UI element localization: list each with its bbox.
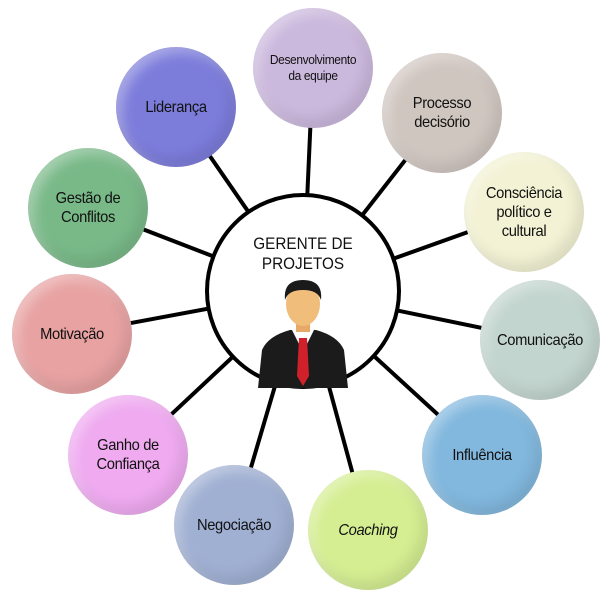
node-label: Ganho de Confiança: [96, 437, 160, 473]
node-processo: Processo decisório: [382, 53, 502, 173]
node-label: Negociação: [196, 516, 272, 534]
node-consciencia: Consciência político e cultural: [464, 152, 584, 272]
node-negociacao: Negociação: [174, 465, 294, 585]
node-comunicacao: Comunicação: [480, 280, 600, 400]
businessman-icon: [258, 280, 348, 388]
node-label: Influência: [452, 446, 512, 464]
node-label: Comunicação: [497, 331, 583, 349]
node-label: Motivação: [40, 325, 104, 343]
node-gestao: Gestão de Conflitos: [28, 148, 148, 268]
node-label: Processo decisório: [412, 95, 472, 131]
center-title: GERENTE DE PROJETOS: [222, 234, 384, 274]
center-title-line2: PROJETOS: [261, 254, 345, 273]
node-ganho: Ganho de Confiança: [68, 395, 188, 515]
center-title-line1: GERENTE DE: [253, 234, 353, 253]
node-lideranca: Liderança: [116, 47, 236, 167]
node-label: Gestão de Conflitos: [55, 190, 121, 226]
node-motivacao: Motivação: [12, 274, 132, 394]
node-label: Consciência político e cultural: [485, 184, 563, 240]
node-label: Desenvolvimento da equipe: [269, 52, 357, 83]
node-label: Liderança: [145, 98, 207, 116]
node-label: Coaching: [338, 521, 398, 539]
node-coaching: Coaching: [308, 470, 428, 590]
node-desenvolvimento: Desenvolvimento da equipe: [253, 8, 373, 128]
node-influencia: Influência: [422, 395, 542, 515]
